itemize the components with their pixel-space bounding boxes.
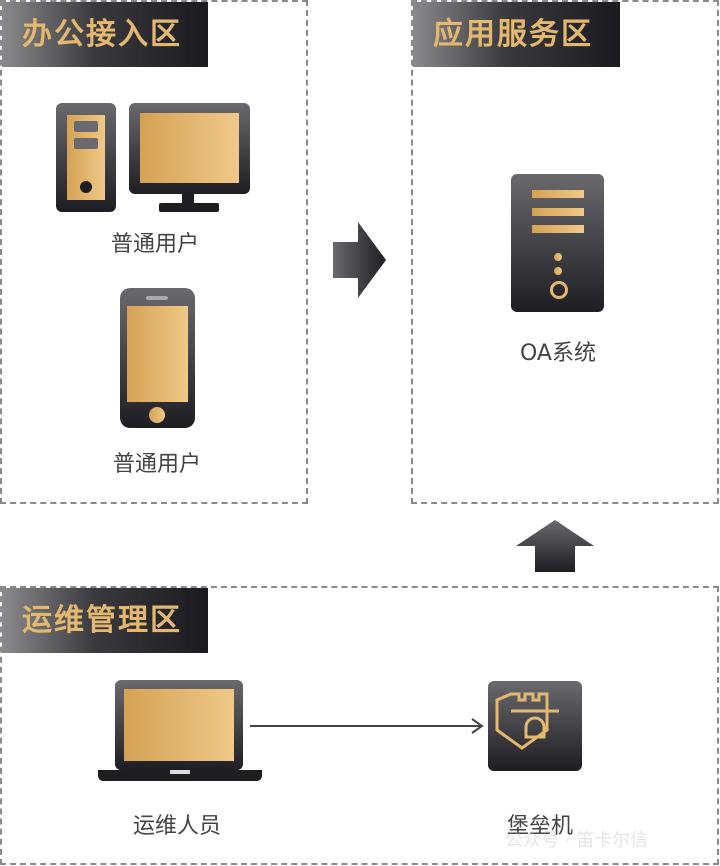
- zone-title: 办公接入区: [2, 2, 208, 67]
- server-label: OA系统: [520, 341, 596, 366]
- arrow-up-icon: [516, 520, 594, 572]
- castle-shield-icon: [488, 681, 582, 771]
- zone-title: 应用服务区: [413, 2, 620, 67]
- user-label: 普通用户: [112, 452, 201, 477]
- app-service-zone: 应用服务区: [411, 0, 719, 504]
- ops-management-zone: 运维管理区: [0, 586, 719, 865]
- connection-arrow: [250, 718, 484, 734]
- operator-label: 运维人员: [132, 814, 221, 839]
- watermark: 公众号 · 笛卡尔信: [505, 830, 649, 851]
- bastion-label: 堡垒机: [506, 814, 573, 839]
- zone-title: 运维管理区: [2, 588, 208, 653]
- office-access-zone: 办公接入区: [0, 0, 308, 504]
- arrow-right-icon: [333, 222, 386, 298]
- user-label: 普通用户: [110, 232, 199, 257]
